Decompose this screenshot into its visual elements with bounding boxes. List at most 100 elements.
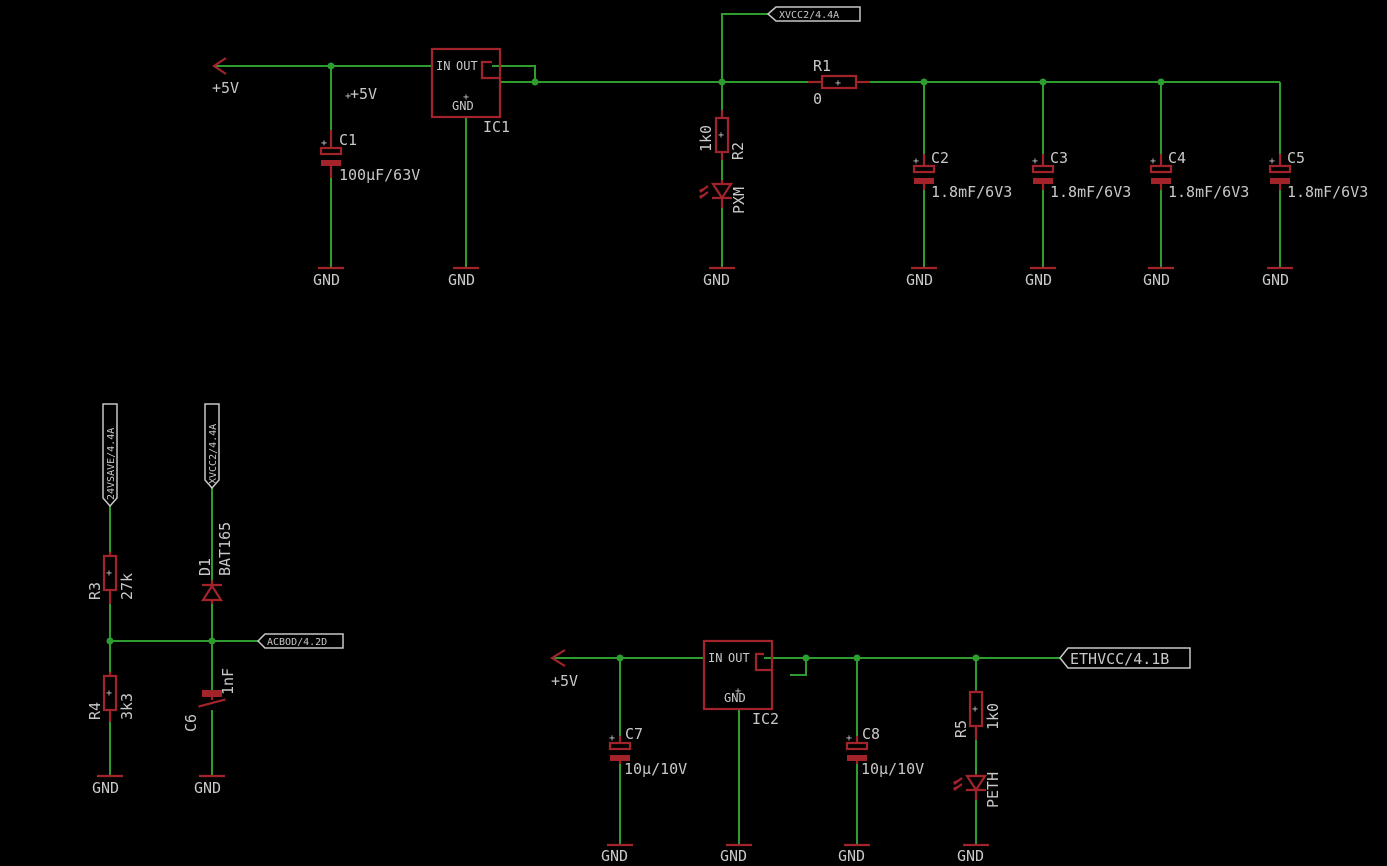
- d1-value: BAT165: [216, 522, 234, 576]
- c5-value: 1.8mF/6V3: [1287, 183, 1368, 201]
- svg-text:+: +: [106, 568, 112, 579]
- net-flag-ethvcc[interactable]: ETHVCC/4.1B: [1059, 647, 1191, 669]
- gnd-symbol-peth[interactable]: GND: [957, 843, 989, 865]
- c4-value: 1.8mF/6V3: [1168, 183, 1249, 201]
- r4-name: R4: [86, 702, 104, 720]
- gnd-symbol-c7[interactable]: GND: [601, 843, 633, 865]
- c3-name: C3: [1050, 149, 1068, 167]
- junction-dot: [920, 78, 928, 86]
- gnd-label: GND: [906, 271, 933, 289]
- resistor-r3[interactable]: + R3 27k: [86, 552, 136, 604]
- gnd-symbol-ic1[interactable]: GND: [448, 266, 479, 289]
- svg-text:+: +: [1269, 156, 1275, 167]
- capacitor-c5[interactable]: + C5 1.8mF/6V3: [1268, 149, 1368, 201]
- r1-value: 0: [813, 90, 822, 108]
- supply-5v-label: +5V: [551, 672, 578, 690]
- svg-text:+: +: [463, 92, 469, 103]
- gnd-symbol-pxm[interactable]: GND: [703, 266, 735, 289]
- net-flag-xvcc2-top[interactable]: XVCC2/4.4A: [766, 6, 861, 22]
- capacitor-c4[interactable]: + C4 1.8mF/6V3: [1149, 149, 1249, 201]
- gnd-label: GND: [194, 779, 221, 797]
- capacitor-c2[interactable]: + C2 1.8mF/6V3: [912, 149, 1012, 201]
- r4-value: 3k3: [118, 693, 136, 720]
- r3-value: 27k: [118, 573, 136, 600]
- resistor-r4[interactable]: + R4 3k3: [86, 672, 136, 722]
- ic2-out-pin-label: OUT: [728, 651, 750, 665]
- supply-5v-bottom[interactable]: +5V: [549, 649, 578, 690]
- r5-value: 1k0: [984, 703, 1002, 730]
- led-peth[interactable]: PETH: [953, 772, 1002, 808]
- svg-text:+: +: [972, 704, 978, 715]
- gnd-label: GND: [957, 847, 984, 865]
- ic1-in-pin-label: IN: [436, 59, 450, 73]
- gnd-symbol-c3[interactable]: GND: [1025, 266, 1056, 289]
- gnd-symbol-c2[interactable]: GND: [906, 266, 937, 289]
- capacitor-c1[interactable]: + C1 100µF/63V: [319, 130, 420, 184]
- gnd-symbol-c8[interactable]: GND: [838, 843, 870, 865]
- gnd-symbol-c5[interactable]: GND: [1262, 266, 1293, 289]
- r3-name: R3: [86, 582, 104, 600]
- diode-d1[interactable]: D1 BAT165: [196, 522, 234, 604]
- gnd-symbol-ic2[interactable]: GND: [720, 843, 752, 865]
- ic2-in-pin-label: IN: [708, 651, 722, 665]
- led-peth-name: PETH: [984, 772, 1002, 808]
- svg-text:+: +: [913, 156, 919, 167]
- r2-name: R2: [729, 142, 747, 160]
- r1-name: R1: [813, 57, 831, 75]
- gnd-label: GND: [448, 271, 475, 289]
- junction-dot: [1039, 78, 1047, 86]
- led-pxm-name: PXM: [730, 187, 748, 214]
- c8-name: C8: [862, 725, 880, 743]
- gnd-label: GND: [1143, 271, 1170, 289]
- junction-dot: [616, 654, 624, 662]
- net-flag-label: ACBOD/4.2D: [267, 637, 327, 648]
- c2-name: C2: [931, 149, 949, 167]
- gnd-symbol-c6[interactable]: GND: [194, 774, 225, 797]
- net-flag-acbod[interactable]: ACBOD/4.2D: [256, 633, 344, 649]
- svg-text:+: +: [1150, 156, 1156, 167]
- svg-text:+: +: [835, 78, 841, 89]
- junction-dot: [802, 654, 810, 662]
- net-flag-xvcc2-left[interactable]: XVCC2/4.4A: [204, 403, 220, 490]
- junction-dot: [853, 654, 861, 662]
- svg-text:+: +: [735, 686, 741, 697]
- gnd-label: GND: [1025, 271, 1052, 289]
- svg-text:+: +: [321, 138, 327, 149]
- ic1-regulator[interactable]: IN OUT GND + IC1: [430, 47, 510, 136]
- r2-value: 1k0: [697, 125, 715, 152]
- junction-dot: [531, 78, 539, 86]
- gnd-label: GND: [601, 847, 628, 865]
- net-flag-24vsave[interactable]: 24VSAVE/4.4A: [102, 403, 118, 508]
- supply-5v-label: +5V: [350, 85, 377, 103]
- resistor-r5[interactable]: + R5 1k0: [952, 690, 1002, 740]
- capacitor-c3[interactable]: + C3 1.8mF/6V3: [1031, 149, 1131, 201]
- junction-dot: [208, 637, 216, 645]
- capacitor-c8[interactable]: + C8 10µ/10V: [845, 725, 924, 778]
- capacitor-c7[interactable]: + C7 10µ/10V: [608, 725, 687, 778]
- ic2-regulator[interactable]: IN OUT GND + IC2: [702, 639, 779, 728]
- c3-value: 1.8mF/6V3: [1050, 183, 1131, 201]
- gnd-label: GND: [838, 847, 865, 865]
- resistor-r2[interactable]: + 1k0 R2: [697, 110, 747, 160]
- gnd-label: GND: [720, 847, 747, 865]
- gnd-symbol-r4[interactable]: GND: [92, 774, 123, 797]
- net-flag-label: 24VSAVE/4.4A: [106, 428, 117, 500]
- gnd-symbol-c1[interactable]: GND: [313, 266, 344, 289]
- net-flag-label: ETHVCC/4.1B: [1070, 650, 1169, 668]
- resistor-r1[interactable]: + R1 0: [808, 57, 870, 108]
- junction-dot: [106, 637, 114, 645]
- c1-value: 100µF/63V: [339, 166, 420, 184]
- c7-value: 10µ/10V: [624, 760, 687, 778]
- svg-text:+: +: [345, 91, 351, 102]
- led-pxm[interactable]: PXM: [699, 180, 748, 214]
- ic1-name: IC1: [483, 118, 510, 136]
- capacitor-c6[interactable]: 1nF C6: [182, 668, 237, 732]
- ic2-name: IC2: [752, 710, 779, 728]
- gnd-symbol-c4[interactable]: GND: [1143, 266, 1174, 289]
- supply-5v-top[interactable]: +5V: [212, 57, 239, 97]
- r5-name: R5: [952, 720, 970, 738]
- svg-text:+: +: [1032, 156, 1038, 167]
- junctions: [106, 62, 1165, 662]
- c6-name: C6: [182, 714, 200, 732]
